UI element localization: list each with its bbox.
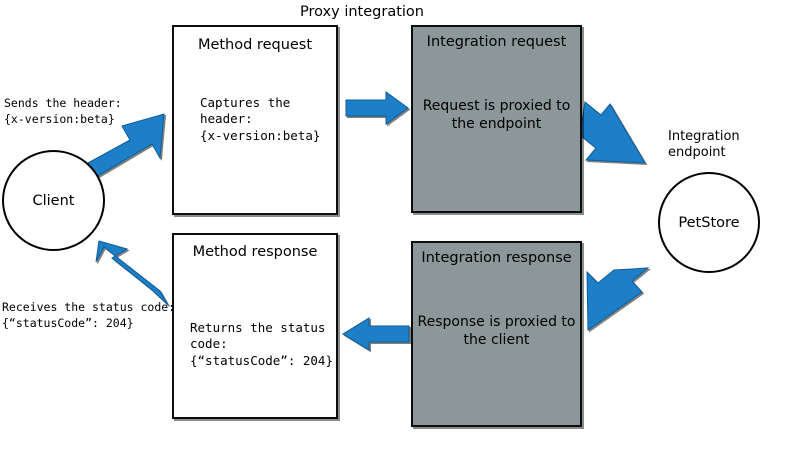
arrow-integration-response-to-method-response xyxy=(342,317,410,351)
box-method-request-title: Method request xyxy=(197,37,313,53)
node-client[interactable]: Client xyxy=(2,150,105,251)
arrow-integration-request-to-endpoint xyxy=(579,101,646,164)
box-integration-response[interactable]: Integration response Response is proxied… xyxy=(411,241,582,427)
box-method-request-body: Captures the header: {x-version:beta} xyxy=(200,95,321,143)
arrow-method-request-to-integration-request xyxy=(345,91,409,125)
node-petstore-label: PetStore xyxy=(678,214,740,231)
box-integration-request[interactable]: Integration request Request is proxied t… xyxy=(411,25,582,213)
box-integration-response-title: Integration response xyxy=(421,250,572,266)
annotation-sends-header: Sends the header: {x-version:beta} xyxy=(4,96,122,126)
annotation-receives-status: Receives the status code: {“statusCode”:… xyxy=(2,300,176,330)
box-integration-request-body: Request is proxied to the endpoint xyxy=(422,98,571,132)
diagram-title: Proxy integration xyxy=(300,4,424,20)
node-endpoint-caption: Integration endpoint xyxy=(668,129,740,160)
arrow-endpoint-to-integration-response xyxy=(586,267,650,331)
arrow-method-response-to-client xyxy=(95,240,169,306)
node-client-label: Client xyxy=(32,192,75,209)
box-integration-response-body: Response is proxied to the client xyxy=(417,314,576,348)
box-method-response-body: Returns the status code: {“statusCode”: … xyxy=(190,320,333,368)
box-method-response[interactable]: Method response Returns the status code:… xyxy=(172,233,338,419)
box-method-response-title: Method response xyxy=(192,244,318,260)
box-method-request[interactable]: Method request Captures the header: {x-v… xyxy=(172,25,338,215)
node-petstore[interactable]: PetStore xyxy=(658,172,760,273)
arrow-client-to-method-request xyxy=(87,113,165,178)
box-integration-request-title: Integration request xyxy=(426,34,567,50)
